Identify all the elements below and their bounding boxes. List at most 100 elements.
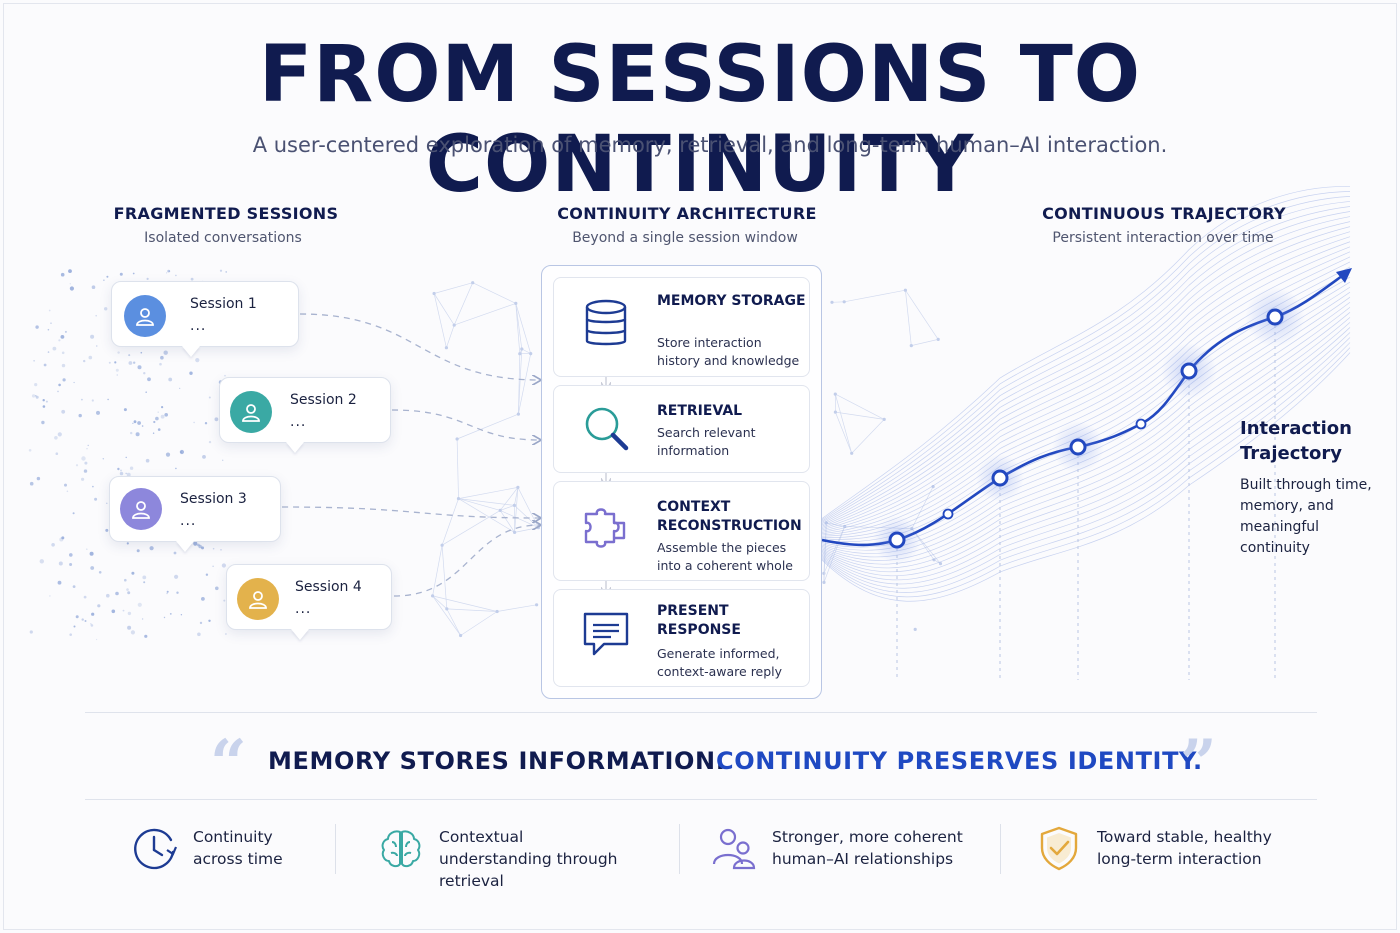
particle <box>78 413 82 418</box>
mesh-link <box>456 438 459 499</box>
mesh-link <box>453 282 474 326</box>
session-ellipsis: ... <box>190 318 207 334</box>
session-name: Session 1 <box>190 296 257 312</box>
mesh-link <box>514 505 539 528</box>
particle <box>90 624 94 627</box>
mesh-link <box>497 604 537 612</box>
particle <box>166 590 169 593</box>
particle <box>130 431 133 435</box>
flow-line <box>821 226 1351 529</box>
particle <box>57 580 62 585</box>
mesh-node <box>535 603 539 607</box>
particle <box>106 593 110 598</box>
mesh-link <box>432 595 448 610</box>
flow-line <box>821 352 1351 602</box>
mesh-node <box>444 346 448 350</box>
particle <box>153 420 156 424</box>
session-name: Session 4 <box>295 579 362 595</box>
particle <box>81 618 84 621</box>
particle <box>224 633 227 635</box>
mesh-link <box>454 303 516 326</box>
mesh-node <box>514 301 518 305</box>
particle <box>205 573 209 576</box>
mesh-node <box>882 417 886 421</box>
particle <box>81 398 83 401</box>
session-card-3: Session 3 ... <box>109 476 281 552</box>
mesh-link <box>432 545 443 596</box>
particle <box>124 578 127 582</box>
particle <box>92 485 94 488</box>
particle <box>47 328 50 331</box>
particle <box>28 449 32 452</box>
particle <box>128 354 131 357</box>
mesh-node <box>456 497 461 501</box>
user-avatar-icon <box>120 488 162 530</box>
particle <box>43 363 47 367</box>
particle <box>208 440 212 444</box>
particle <box>115 368 119 372</box>
particle <box>55 452 59 456</box>
mesh-link <box>911 486 934 529</box>
quote-banner: “ MEMORY STORES INFORMATION. CONTINUITY … <box>0 732 1400 796</box>
particle <box>54 436 58 440</box>
mesh-link <box>518 348 523 415</box>
mesh-link <box>515 303 521 354</box>
particle <box>179 387 181 389</box>
particle <box>126 472 131 477</box>
particle <box>91 612 95 616</box>
particle <box>86 448 88 450</box>
page-frame <box>3 3 1397 930</box>
particle <box>57 432 62 437</box>
flow-line <box>821 327 1351 581</box>
mesh-link <box>851 419 885 454</box>
particle <box>130 630 135 635</box>
mesh-node <box>822 580 826 585</box>
particle <box>84 461 88 465</box>
particle <box>119 272 123 276</box>
mesh-link <box>432 595 461 636</box>
particle <box>137 421 142 425</box>
particle <box>193 421 195 424</box>
mesh-link <box>823 522 827 583</box>
mesh-link <box>844 289 906 303</box>
particle <box>96 638 98 641</box>
particle <box>133 420 137 424</box>
trajectory-nodes <box>873 287 1305 564</box>
mesh-link <box>514 487 519 506</box>
particle <box>175 467 177 470</box>
mesh-node <box>909 344 913 348</box>
flow-line <box>821 231 1351 531</box>
particle <box>168 270 171 272</box>
particle <box>212 565 214 567</box>
mesh-link <box>826 522 845 527</box>
mesh-node <box>536 526 541 530</box>
particle <box>159 362 162 366</box>
step-title: CONTEXT RECONSTRUCTION <box>657 499 802 534</box>
mesh-link <box>911 339 939 346</box>
user-avatar-icon <box>237 578 279 620</box>
particle <box>198 544 202 549</box>
particle <box>106 502 108 504</box>
particle <box>221 563 226 568</box>
particle <box>91 399 94 402</box>
flow-line <box>821 196 1351 522</box>
open-quote-icon: “ <box>210 726 247 801</box>
particle <box>202 455 206 459</box>
particle <box>163 350 168 355</box>
mesh-link <box>432 595 498 612</box>
particle <box>58 561 63 566</box>
mesh-link <box>456 413 519 440</box>
particle <box>168 377 173 382</box>
particle <box>208 619 211 622</box>
particle <box>97 604 101 608</box>
particle <box>131 571 135 575</box>
particle <box>157 411 159 413</box>
particle <box>69 283 72 285</box>
close-quote-icon: ” <box>1180 726 1217 801</box>
particle <box>61 536 65 540</box>
mesh-node <box>431 594 435 598</box>
particle <box>137 365 142 370</box>
particle <box>95 314 97 317</box>
magnifier-icon <box>585 407 629 451</box>
